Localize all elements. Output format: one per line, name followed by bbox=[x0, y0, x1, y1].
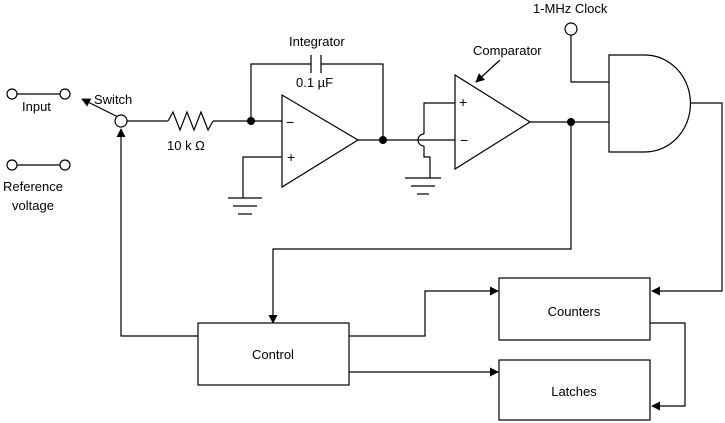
wire-and-counters bbox=[651, 102, 723, 296]
integrator-opamp bbox=[281, 93, 360, 189]
junction-dot bbox=[379, 136, 387, 144]
input-label: Input bbox=[22, 99, 51, 114]
comparator-ground bbox=[405, 177, 441, 195]
comparator-opamp bbox=[454, 73, 532, 171]
wire-counters-latches bbox=[650, 322, 686, 411]
comparator-label: Comparator bbox=[473, 43, 542, 58]
reference-label-line2: voltage bbox=[12, 198, 54, 213]
integrator-label: Integrator bbox=[289, 34, 345, 49]
counters-block bbox=[498, 277, 651, 341]
comparator-plus-wire bbox=[417, 102, 455, 178]
latches-block bbox=[498, 359, 651, 421]
capacitor-label: 0.1 µF bbox=[296, 75, 333, 90]
reference-label-line1: Reference bbox=[3, 179, 63, 194]
wire-comparator-control bbox=[268, 122, 572, 324]
wire-control-counters bbox=[349, 286, 499, 337]
clock-label: 1-MHz Clock bbox=[533, 1, 608, 16]
latches-block-label: Latches bbox=[551, 384, 597, 399]
integrator-minus-sign: − bbox=[286, 114, 294, 130]
control-block bbox=[197, 322, 350, 386]
integrator-plus-sign: + bbox=[287, 149, 295, 165]
integrator-ground bbox=[228, 156, 282, 215]
control-block-label: Control bbox=[252, 347, 294, 362]
resistor-symbol bbox=[167, 110, 214, 132]
integrator-capacitor bbox=[250, 55, 384, 140]
and-gate bbox=[608, 54, 691, 153]
wire-control-switch bbox=[116, 128, 198, 337]
resistor-label: 10 k Ω bbox=[167, 138, 205, 153]
clock-terminal bbox=[564, 22, 578, 36]
comparator-minus-sign: − bbox=[460, 132, 468, 148]
switch-label: Switch bbox=[94, 92, 132, 107]
input-terminals bbox=[6, 88, 71, 100]
wire-clock-and bbox=[570, 35, 609, 83]
reference-terminals bbox=[6, 159, 71, 171]
counters-block-label: Counters bbox=[548, 304, 601, 319]
comparator-plus-sign: + bbox=[459, 94, 467, 110]
comparator-pointer-arrow bbox=[475, 59, 501, 83]
